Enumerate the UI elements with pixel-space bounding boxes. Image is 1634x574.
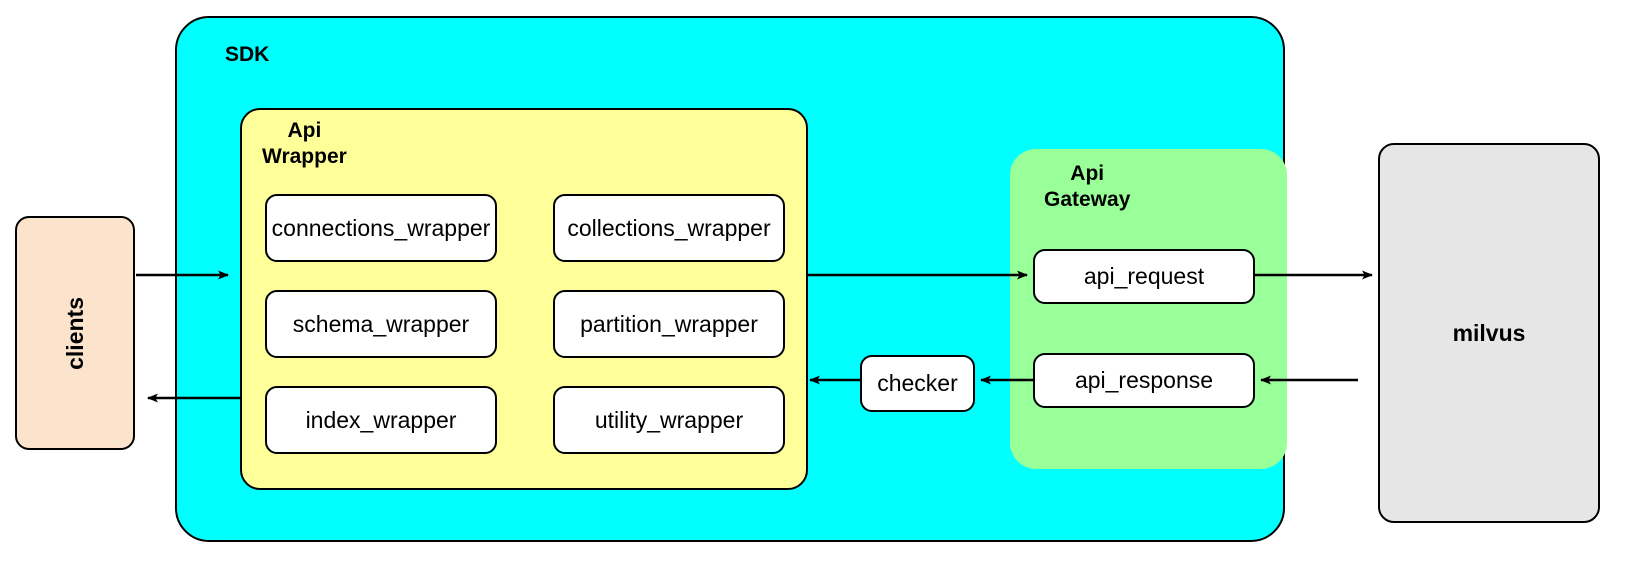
module-connections-wrapper[interactable]: connections_wrapper <box>265 194 497 262</box>
module-schema-wrapper[interactable]: schema_wrapper <box>265 290 497 358</box>
module-label: connections_wrapper <box>271 214 491 241</box>
module-label: partition_wrapper <box>580 310 758 337</box>
milvus-label: milvus <box>1452 319 1526 346</box>
module-label: utility_wrapper <box>594 406 744 433</box>
module-index-wrapper[interactable]: index_wrapper <box>265 386 497 454</box>
module-label: api_response <box>1074 367 1214 393</box>
api-wrapper-title: Api Wrapper <box>262 119 347 168</box>
module-label: schema_wrapper <box>292 310 470 337</box>
module-partition-wrapper[interactable]: partition_wrapper <box>553 290 785 358</box>
checker-label: checker <box>877 370 958 396</box>
checker-box[interactable]: checker <box>860 355 975 412</box>
api-gateway-container[interactable]: Api Gateway <box>1010 149 1287 469</box>
module-label: api_request <box>1083 263 1205 289</box>
module-api-response[interactable]: api_response <box>1033 353 1255 408</box>
module-label: index_wrapper <box>305 406 457 433</box>
api-gateway-title: Api Gateway <box>1044 162 1131 211</box>
module-collections-wrapper[interactable]: collections_wrapper <box>553 194 785 262</box>
clients-box[interactable]: clients <box>15 216 135 450</box>
clients-label: clients <box>61 296 88 370</box>
module-utility-wrapper[interactable]: utility_wrapper <box>553 386 785 454</box>
module-api-request[interactable]: api_request <box>1033 249 1255 304</box>
module-label: collections_wrapper <box>567 214 771 241</box>
milvus-box[interactable]: milvus <box>1378 143 1600 523</box>
sdk-title: SDK <box>225 43 270 66</box>
